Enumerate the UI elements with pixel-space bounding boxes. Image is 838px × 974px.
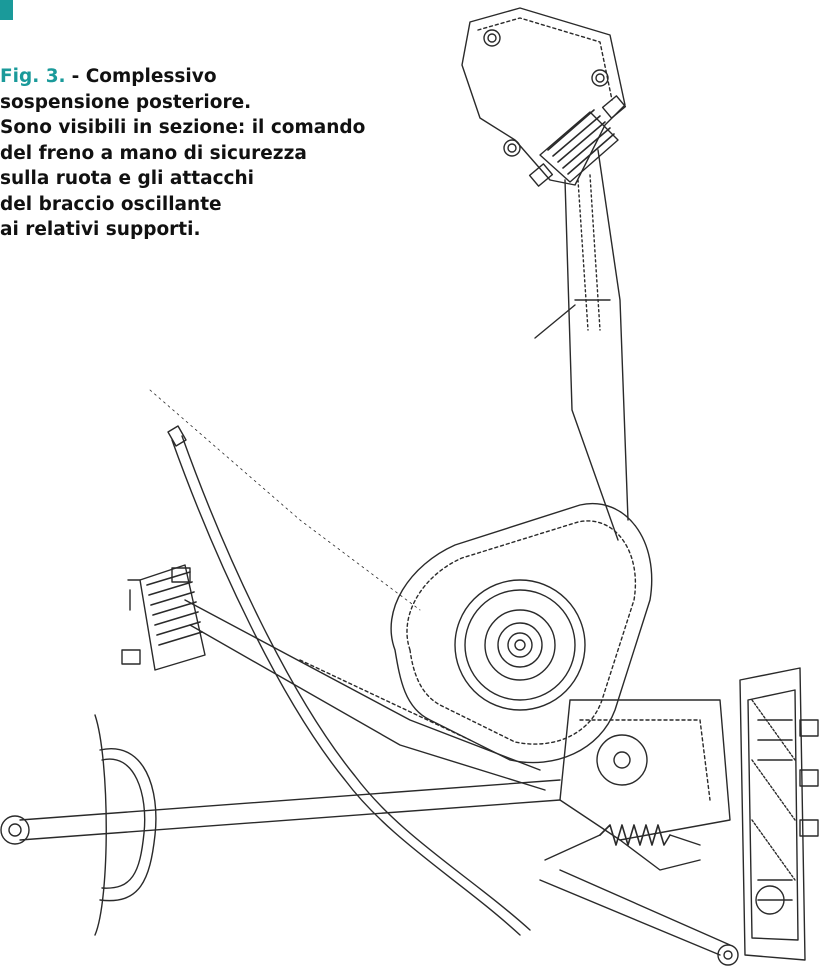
caption-line-3: Sono visibili in sezione: il comando <box>0 117 366 138</box>
caption-line-1: Fig. 3.- Complessivo <box>0 64 400 90</box>
axle-shaft <box>0 714 561 936</box>
upper-arm <box>534 149 629 541</box>
wheel-hub <box>739 667 819 961</box>
lower-housing <box>559 699 731 871</box>
upper-bushing <box>528 95 627 187</box>
caption-title: - Complessivo <box>71 66 217 87</box>
caption-line-6: del braccio oscillante <box>0 193 222 215</box>
caption-line-7: ai relativi supporti. <box>0 219 201 240</box>
hidden-outline <box>149 389 421 611</box>
figure-label: Fig. 3. <box>0 66 66 87</box>
handbrake-cable <box>167 425 531 936</box>
upper-mount-bracket <box>461 7 626 186</box>
carrier-plate <box>390 502 653 764</box>
accent-bar <box>0 0 13 20</box>
lower-arm <box>184 599 546 791</box>
figure-caption: Fig. 3.- Complessivo sospensione posteri… <box>0 64 400 243</box>
lower-bushing <box>121 564 206 671</box>
caption-line-2: sospensione posteriore. <box>0 91 252 113</box>
caption-line-5: sulla ruota e gli attacchi <box>0 168 255 189</box>
caption-line-4: del freno a mano di sicurezza <box>0 142 307 164</box>
central-hub <box>454 579 586 711</box>
lower-link <box>539 869 739 966</box>
return-spring <box>544 824 701 861</box>
